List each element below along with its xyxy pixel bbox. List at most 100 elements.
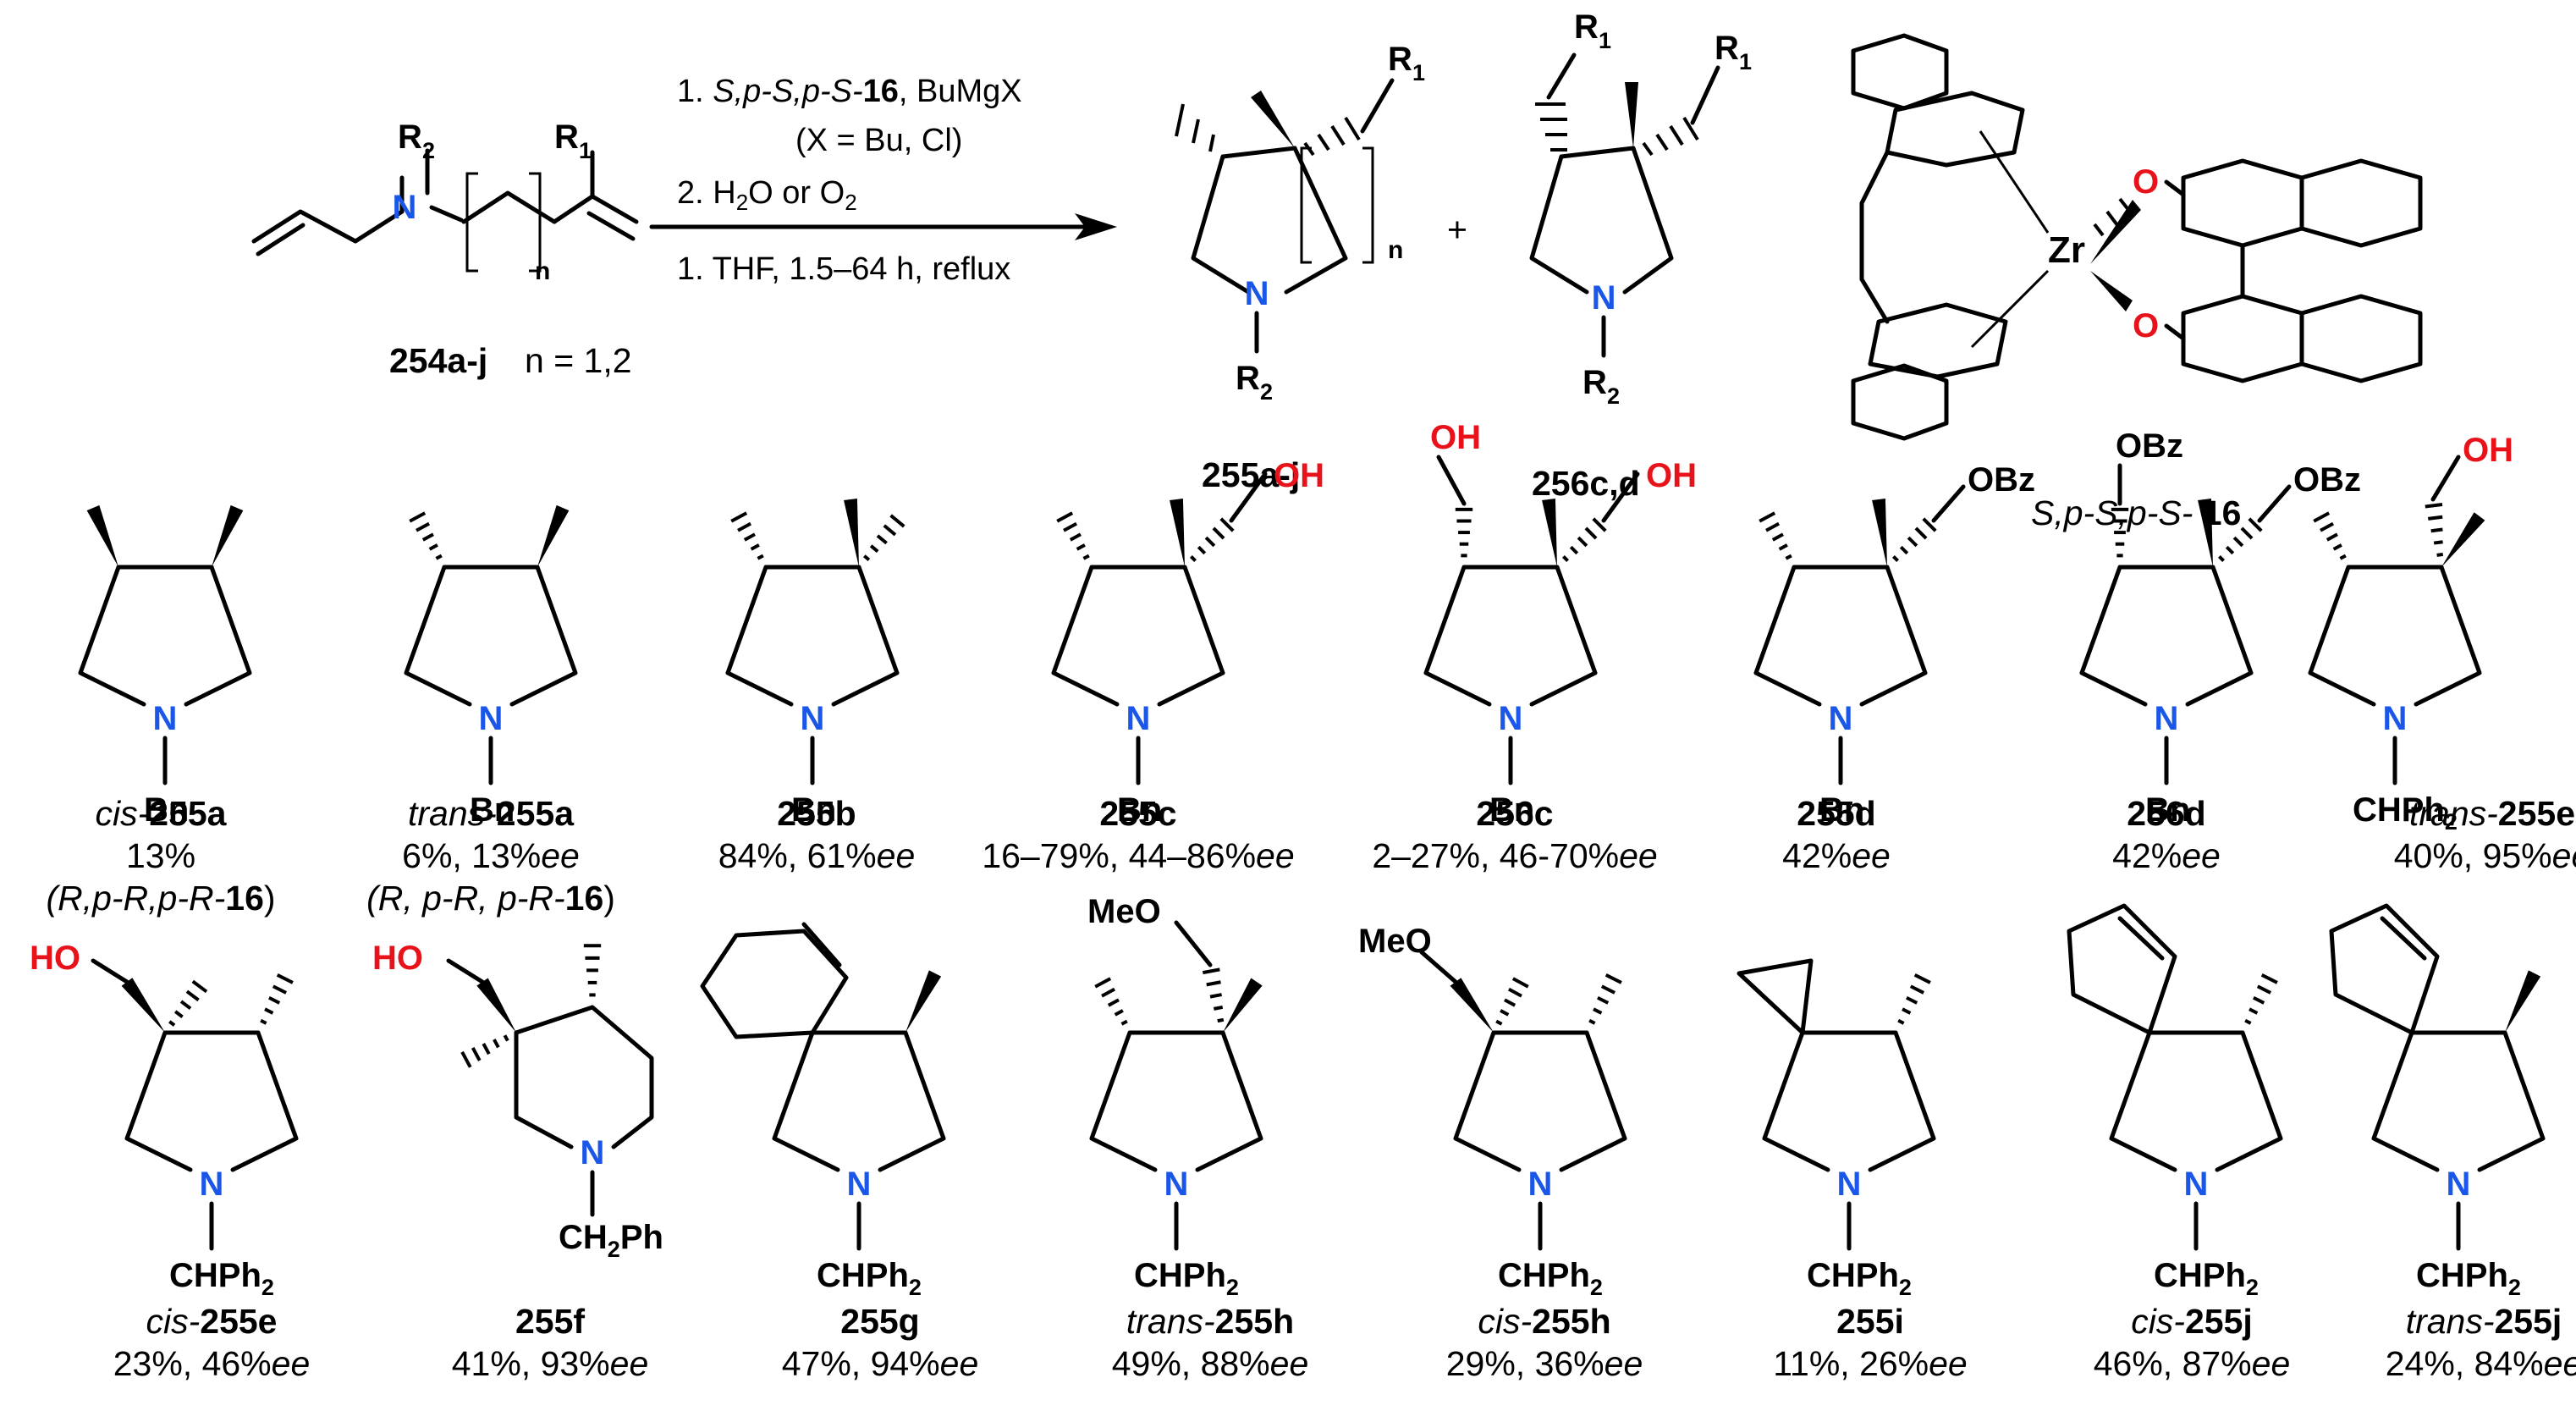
yield-ee: 11%, 26%ee — [1773, 1344, 1967, 1383]
hashed-bond — [1056, 511, 1090, 560]
compound-label: 255b — [777, 794, 856, 833]
svg-text:R: R — [1582, 364, 1607, 401]
hashed-bond — [1897, 973, 1931, 1025]
nitrogen-atom: N — [2447, 1166, 2471, 1203]
product-255: R 1 n N R 2 255a-j — [1175, 41, 1425, 494]
yield-ee: 13% — [126, 836, 195, 875]
svg-text:255a-j: 255a-j — [1202, 455, 1300, 494]
wedge-bond — [121, 978, 165, 1033]
svg-text:1. S,p-S,p-S-16, BuMgX: 1. S,p-S,p-S-16, BuMgX — [677, 74, 1022, 109]
hashed-bond — [2111, 507, 2129, 558]
hashed-bond — [1455, 507, 1473, 558]
yield-ee: 84%, 61%ee — [718, 836, 916, 875]
n-substituent: CHPh2 — [169, 1257, 274, 1300]
wedge-bond — [2505, 970, 2541, 1033]
hydroxyl-group: OH — [1274, 457, 1324, 494]
yield-ee: 41%, 93%ee — [452, 1344, 649, 1383]
hashed-bond — [1562, 517, 1607, 562]
compound-label: trans-255a — [408, 794, 575, 833]
hashed-bond — [460, 1034, 509, 1068]
svg-text:1: 1 — [1412, 60, 1425, 85]
substrate-n-index: n — [535, 257, 550, 285]
nitrogen-atom: N — [1126, 700, 1151, 737]
structure-cis-255a: NBn — [78, 504, 252, 829]
row1-structures: NBnNBnNBnNBnOHNBnOHOHNBnOBzNBnOBzOBzNCHP… — [78, 419, 2513, 835]
n-substituent: CHPh2 — [2353, 791, 2458, 835]
nitrogen-atom: N — [801, 700, 825, 737]
hashed-bond — [1202, 967, 1225, 1023]
substrate-254: N R 2 n R 1 254a-j n = 1,2 — [251, 118, 639, 380]
yield-ee: 23%, 46%ee — [113, 1344, 311, 1383]
compound-label: 256d — [2127, 794, 2205, 833]
catalyst-note: (R, p-R, p-R-16) — [366, 879, 615, 918]
svg-text:R: R — [1388, 41, 1412, 78]
substrate-r1-sub: 1 — [579, 138, 592, 163]
hashed-bond — [2313, 511, 2347, 560]
compound-label: 255d — [1797, 794, 1875, 833]
nitrogen-atom: N — [2155, 700, 2179, 737]
hashed-bond — [1588, 973, 1622, 1025]
n-substituent: CHPh2 — [1807, 1257, 1912, 1300]
compound-label: cis-255a — [96, 794, 228, 833]
hydroxyl-group: HO — [30, 940, 80, 977]
svg-text:N: N — [1592, 279, 1616, 317]
yield-ee: 46%, 87%ee — [2094, 1344, 2291, 1383]
yield-ee: 47%, 94%ee — [782, 1344, 979, 1383]
nitrogen-atom: N — [1499, 700, 1523, 737]
wedge-bond — [2441, 512, 2485, 567]
yield-ee: 49%, 88%ee — [1112, 1344, 1309, 1383]
wedge-bond — [905, 970, 942, 1033]
substrate-r2-sub: 2 — [422, 138, 435, 163]
wedge-bond — [1542, 499, 1557, 567]
svg-text:Zr: Zr — [2048, 229, 2085, 271]
yield-ee: 42%ee — [1782, 836, 1891, 875]
wedge-bond — [476, 978, 516, 1033]
wedge-bond — [1450, 978, 1494, 1033]
nitrogen-atom: N — [153, 700, 178, 737]
row2-structures: NCHPh2HONCH2PhHONCHPh2NCHPh2MeONCHPh2MeO… — [30, 893, 2546, 1300]
nitrogen-atom: N — [479, 700, 504, 737]
svg-text:R: R — [1236, 360, 1260, 397]
yield-ee: 2–27%, 46-70%ee — [1372, 836, 1657, 875]
svg-text:O: O — [2133, 307, 2159, 344]
hashed-bond — [260, 973, 294, 1025]
wedge-bond — [86, 504, 118, 567]
nitrogen-atom: N — [1528, 1166, 1553, 1203]
structure-trans-255a: NBn — [404, 504, 578, 829]
substrate-n: N — [393, 189, 417, 226]
hashed-bond — [168, 979, 208, 1027]
compound-label: 255c — [1099, 794, 1176, 833]
nitrogen-atom: N — [581, 1134, 605, 1171]
methoxy-group: MeO — [1087, 893, 1161, 930]
yield-ee: 29%, 36%ee — [1446, 1344, 1643, 1383]
yield-ee: 6%, 13%ee — [402, 836, 580, 875]
n-substituent: CHPh2 — [817, 1257, 922, 1300]
compound-label: cis-255j — [2131, 1302, 2253, 1341]
nitrogen-atom: N — [1829, 700, 1853, 737]
svg-text:2: 2 — [1260, 379, 1273, 405]
substrate-label: 254a-j — [389, 341, 487, 380]
hashed-bond — [409, 511, 443, 560]
